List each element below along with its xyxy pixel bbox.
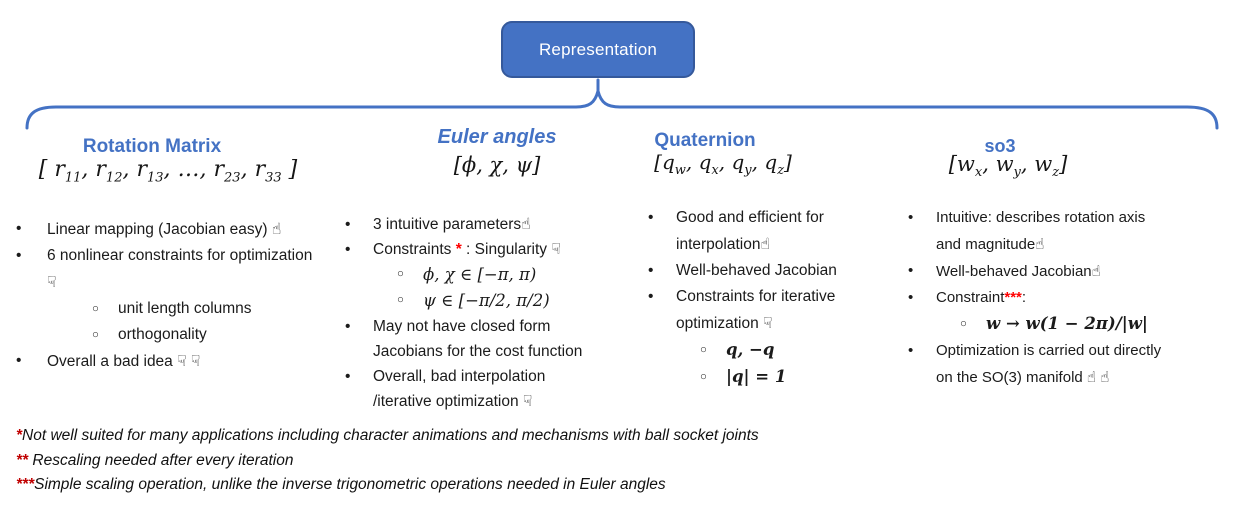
column-heading-quaternion: Quaternion xyxy=(654,130,756,151)
bullet-text: Intuitive: describes rotation axis and m… xyxy=(936,209,1146,253)
bullet-text: Constraints for iterative optimization ☟ xyxy=(676,288,836,332)
representation-box: Representation xyxy=(501,21,695,78)
bullet-text: Good and efficient for interpolation☝ xyxy=(676,209,824,253)
bullet-marker: ○ xyxy=(700,344,707,356)
bullet-marker: ○ xyxy=(700,371,707,383)
column-bullets-rotation-matrix: • Linear mapping (Jacobian easy) ☝ • 6 nonl… xyxy=(16,216,317,375)
bullet-text: ϕ, χ ∈ [−π, π) xyxy=(423,265,537,284)
bullet-item: • Well-behaved Jacobian xyxy=(648,258,861,284)
bullet-item: • Constraints for iterative optimization … xyxy=(648,284,861,337)
bullet-item: • Constraints * : Singularity ☟ xyxy=(345,237,608,262)
representation-box-label: Representation xyxy=(538,39,658,59)
bullet-marker: ○ xyxy=(92,329,99,341)
thumbs-up-icon: ☝ xyxy=(1091,262,1101,280)
bullet-text: Constraint***: xyxy=(936,289,1027,306)
thumbs-up-icon: ☝ xyxy=(1086,368,1097,386)
bullet-text: |q| = 1 xyxy=(726,367,787,386)
footnote-1: *Not well suited for many applications i… xyxy=(16,427,759,444)
thumbs-up-icon: ☝ xyxy=(760,235,770,253)
bullet-marker: • xyxy=(648,288,654,305)
bullet-marker: • xyxy=(648,209,654,226)
bullet-text: 3 intuitive parameters☝ xyxy=(373,215,531,233)
column-bullets-so3: • Intuitive: describes rotation axis and … xyxy=(908,205,1174,391)
bullet-marker: • xyxy=(908,342,914,359)
thumbs-up-icon: ☝ xyxy=(1035,235,1045,253)
bullet-text: Optimization is carried out directly on … xyxy=(936,342,1162,386)
brace-path xyxy=(25,89,1219,130)
bullet-text: Well-behaved Jacobian xyxy=(676,262,837,279)
bullet-item: ○ ψ ∈ [−π/2, π/2) xyxy=(345,288,608,314)
column-heading-rotation-matrix: Rotation Matrix xyxy=(82,136,222,157)
thumbs-down-icon: ☟ xyxy=(177,352,187,370)
bullet-item: • Overall, bad interpolation /iterative o… xyxy=(345,364,608,414)
bullet-marker: • xyxy=(345,241,351,258)
bullet-text: 6 nonlinear constraints for optimization… xyxy=(47,247,313,291)
bullet-marker: • xyxy=(345,318,351,335)
column-bullets-quaternion: • Good and efficient for interpolation☝ • W… xyxy=(648,205,861,391)
column-formula-quaternion: [qw, qx, qy, qz] xyxy=(654,150,792,178)
bullet-text: q, −q xyxy=(726,340,775,359)
bullet-marker: ○ xyxy=(397,294,404,306)
footnote-3: ***Simple scaling operation, unlike the … xyxy=(16,476,666,493)
bullet-text: w → w(1 − 2π)/|w| xyxy=(986,314,1148,333)
column-heading-so3: so3 xyxy=(984,136,1016,156)
bullet-marker: • xyxy=(345,216,351,233)
bullet-text: May not have closed form Jacobians for t… xyxy=(373,318,583,360)
bullet-text: Constraints * : Singularity ☟ xyxy=(373,240,561,258)
bullet-item: ○ unit length columns xyxy=(16,296,317,322)
bullet-marker: • xyxy=(345,368,351,385)
bullet-marker: ○ xyxy=(92,303,99,315)
bullet-text: Well-behaved Jacobian☝ xyxy=(936,262,1101,280)
thumbs-down-icon: ☟ xyxy=(763,314,773,332)
bullet-marker: • xyxy=(908,262,914,279)
bullet-item: ○ |q| = 1 xyxy=(648,364,861,391)
bullet-marker: ○ xyxy=(397,268,404,280)
bullet-marker: • xyxy=(648,262,654,279)
thumbs-down-icon: ☟ xyxy=(190,352,201,370)
bullet-text: unit length columns xyxy=(118,300,252,317)
bullet-item: ○ ϕ, χ ∈ [−π, π) xyxy=(345,262,608,288)
thumbs-up-icon: ☝ xyxy=(271,220,282,238)
bullet-text: ψ ∈ [−π/2, π/2) xyxy=(423,291,550,310)
thumbs-up-icon: ☝ xyxy=(521,215,531,233)
bullet-text: Overall a bad idea ☟ ☟ xyxy=(47,352,201,370)
bullet-item: • Overall a bad idea ☟ ☟ xyxy=(16,348,317,375)
bullet-item: • Well-behaved Jacobian☝ xyxy=(908,258,1174,285)
column-formula-euler-angles: [ϕ, χ, ψ] xyxy=(453,153,541,177)
column-formula-rotation-matrix: [ r11, r12, r13, …, r23, r33 ] xyxy=(38,157,298,186)
thumbs-down-icon: ☟ xyxy=(551,240,561,258)
thumbs-down-icon: ☟ xyxy=(47,273,57,291)
brace-connector xyxy=(25,78,1219,130)
bullet-marker: • xyxy=(16,220,22,237)
column-heading-euler-angles: Euler angles xyxy=(437,126,557,148)
thumbs-up-icon: ☝ xyxy=(1100,368,1110,386)
column-bullets-euler-angles: • 3 intuitive parameters☝ • Constraints * :… xyxy=(345,212,608,414)
bullet-text: orthogonality xyxy=(118,326,207,343)
thumbs-down-icon: ☟ xyxy=(522,392,533,410)
bullet-item: • Constraint***: xyxy=(908,285,1174,311)
bullet-item: ○ w → w(1 − 2π)/|w| xyxy=(908,311,1174,338)
column-formula-so3: [wx, wy, wz] xyxy=(948,152,1068,181)
bullet-marker: • xyxy=(908,289,914,306)
bullet-item: • 3 intuitive parameters☝ xyxy=(345,212,608,237)
bullet-marker: • xyxy=(16,247,22,264)
bullet-text: Overall, bad interpolation /iterative op… xyxy=(373,368,546,410)
bullet-marker: ○ xyxy=(960,318,967,330)
bullet-marker: • xyxy=(16,352,22,369)
bullet-item: ○ q, −q xyxy=(648,337,861,364)
bullet-item: • Linear mapping (Jacobian easy) ☝ xyxy=(16,216,317,243)
bullet-item: ○ orthogonality xyxy=(16,322,317,348)
bullet-item: • Good and efficient for interpolation☝ xyxy=(648,205,861,258)
bullet-text: Linear mapping (Jacobian easy) ☝ xyxy=(47,220,282,238)
footnote-2: ** Rescaling needed after every iteratio… xyxy=(16,451,294,469)
footnotes: *Not well suited for many applications i… xyxy=(16,424,1226,498)
bullet-item: • Optimization is carried out directly on… xyxy=(908,338,1174,391)
bullet-item: • May not have closed form Jacobians for … xyxy=(345,314,608,364)
bullet-marker: • xyxy=(908,209,914,226)
bullet-item: • Intuitive: describes rotation axis and … xyxy=(908,205,1174,258)
bullet-item: • 6 nonlinear constraints for optimizatio… xyxy=(16,243,317,296)
